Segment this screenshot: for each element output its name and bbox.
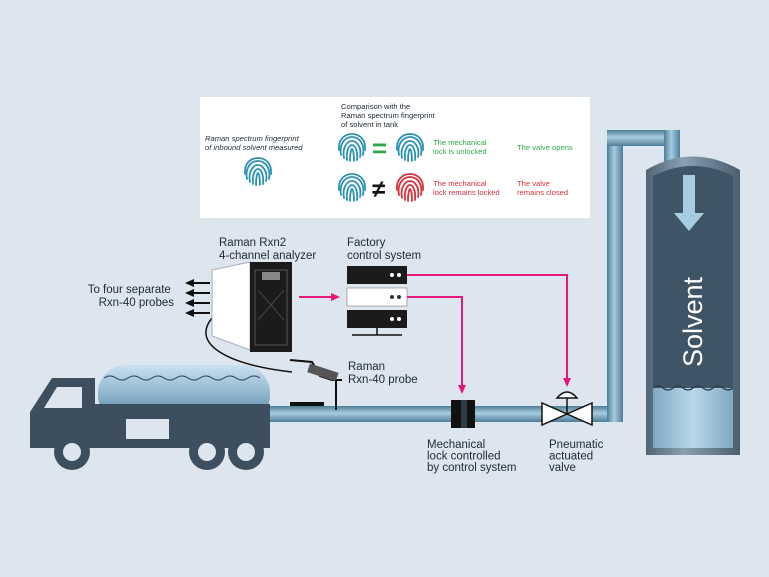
- tanker-truck: [30, 365, 270, 470]
- fingerprint-comparison-panel: [200, 97, 590, 218]
- pipeline: [270, 130, 680, 422]
- raman-analyzer: [211, 261, 292, 352]
- fill-direction-arrow-icon: [674, 175, 704, 231]
- analyzer-label: Raman Rxn2 4-channel analyzer: [219, 237, 316, 262]
- probe-label: Raman Rxn-40 probe: [348, 361, 418, 386]
- probe-output-arrows: [185, 279, 210, 317]
- not-equal-sign: ≠: [372, 176, 385, 203]
- probes-label: To four separate Rxn-40 probes: [88, 284, 175, 309]
- tank-label: Solvent: [678, 276, 708, 367]
- solvent-storage-tank: Solvent: [646, 156, 740, 455]
- measured-fingerprint-caption: Raman spectrum fingerprint of inbound so…: [205, 134, 303, 152]
- raman-probe: [289, 359, 342, 410]
- lock-unlocked-result: The mechanical lock is unlocked: [433, 138, 489, 156]
- equal-sign: =: [372, 133, 387, 163]
- valve-closed-result: The valve remains closed: [517, 179, 568, 197]
- probe-cable: [205, 317, 293, 373]
- lock-label: Mechanical lock controlled by control sy…: [427, 439, 516, 474]
- comparison-caption: Comparison with the Raman spectrum finge…: [341, 102, 437, 129]
- control-signal-arrows: [299, 274, 571, 394]
- control-system-label: Factory control system: [347, 237, 421, 262]
- lock-locked-result: The mechanical lock remains locked: [433, 179, 500, 197]
- control-system-server: [346, 266, 408, 336]
- valve-opens-result: The valve opens: [517, 143, 573, 152]
- valve-label: Pneumatic actuated valve: [549, 439, 607, 474]
- mechanical-lock: [451, 400, 475, 428]
- pneumatic-valve: [541, 391, 593, 427]
